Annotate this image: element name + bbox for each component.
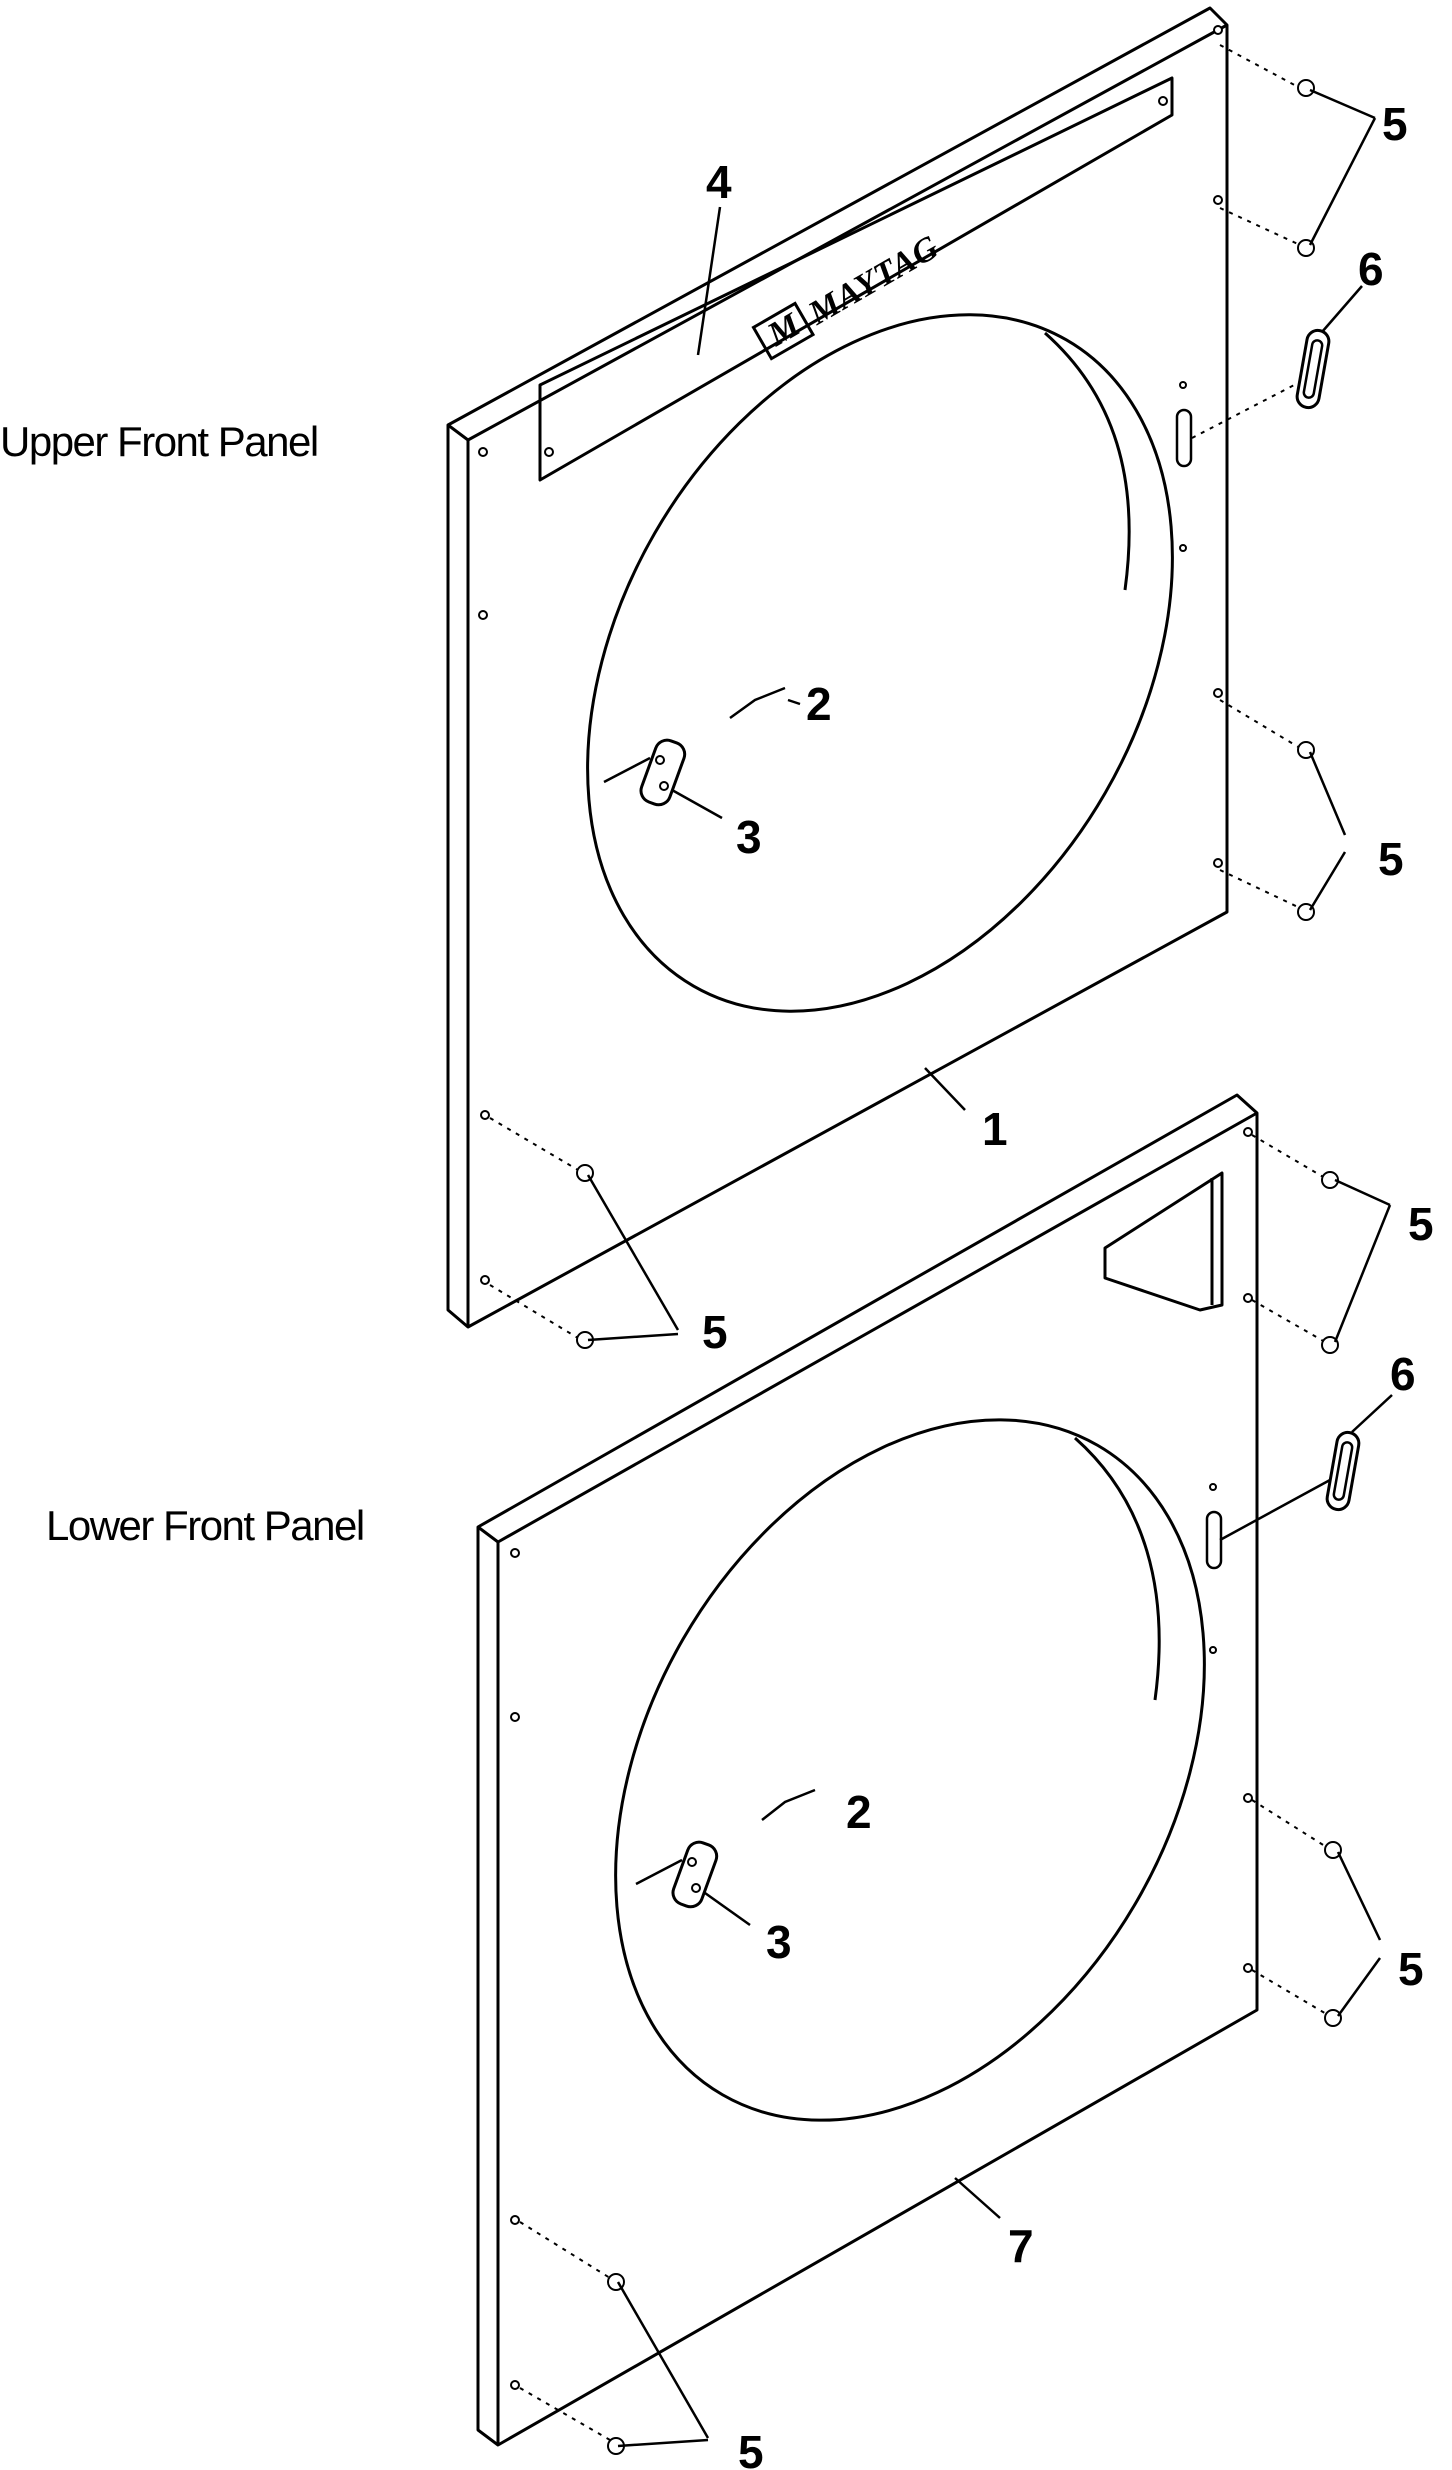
callout-5-lower-right: 5 [1408,1198,1434,1250]
brand-logo-text: MAYTAG [802,228,946,333]
maytag-logo: M MAYTAG [751,228,946,361]
callout-6-lower: 6 [1390,1348,1416,1400]
callout-5-upper-right: 5 [1382,98,1408,150]
callout-3-upper: 3 [736,811,762,863]
lower-front-panel [476,1093,1259,2447]
lower-door-opening [614,1418,1206,2122]
callout-1: 1 [982,1103,1008,1155]
lower-front-panel-label: Lower Front Panel [46,1502,364,1549]
buttons [1191,328,1361,1542]
callout-5-upper-middle: 5 [1378,833,1404,885]
callout-2-lower: 2 [846,1786,872,1838]
callout-7: 7 [1008,2220,1034,2272]
callout-4: 4 [706,156,732,208]
screws [489,44,1342,2455]
upper-door-opening [586,313,1174,1013]
callout-6-upper: 6 [1358,243,1384,295]
callout-5-lower-middle: 5 [1398,1943,1424,1995]
upper-front-panel: M MAYTAG [446,6,1229,1329]
upper-front-panel-label: Upper Front Panel [0,418,318,465]
callout-5-lower-left: 5 [738,2426,764,2470]
leader-lines [586,88,1393,2448]
corner-bracket [1103,1171,1224,1312]
springs-and-brackets [603,686,816,1909]
control-strip [538,76,1174,482]
callout-2-upper: 2 [806,678,832,730]
callout-3-lower: 3 [766,1916,792,1968]
callout-5-upper-left: 5 [702,1306,728,1358]
